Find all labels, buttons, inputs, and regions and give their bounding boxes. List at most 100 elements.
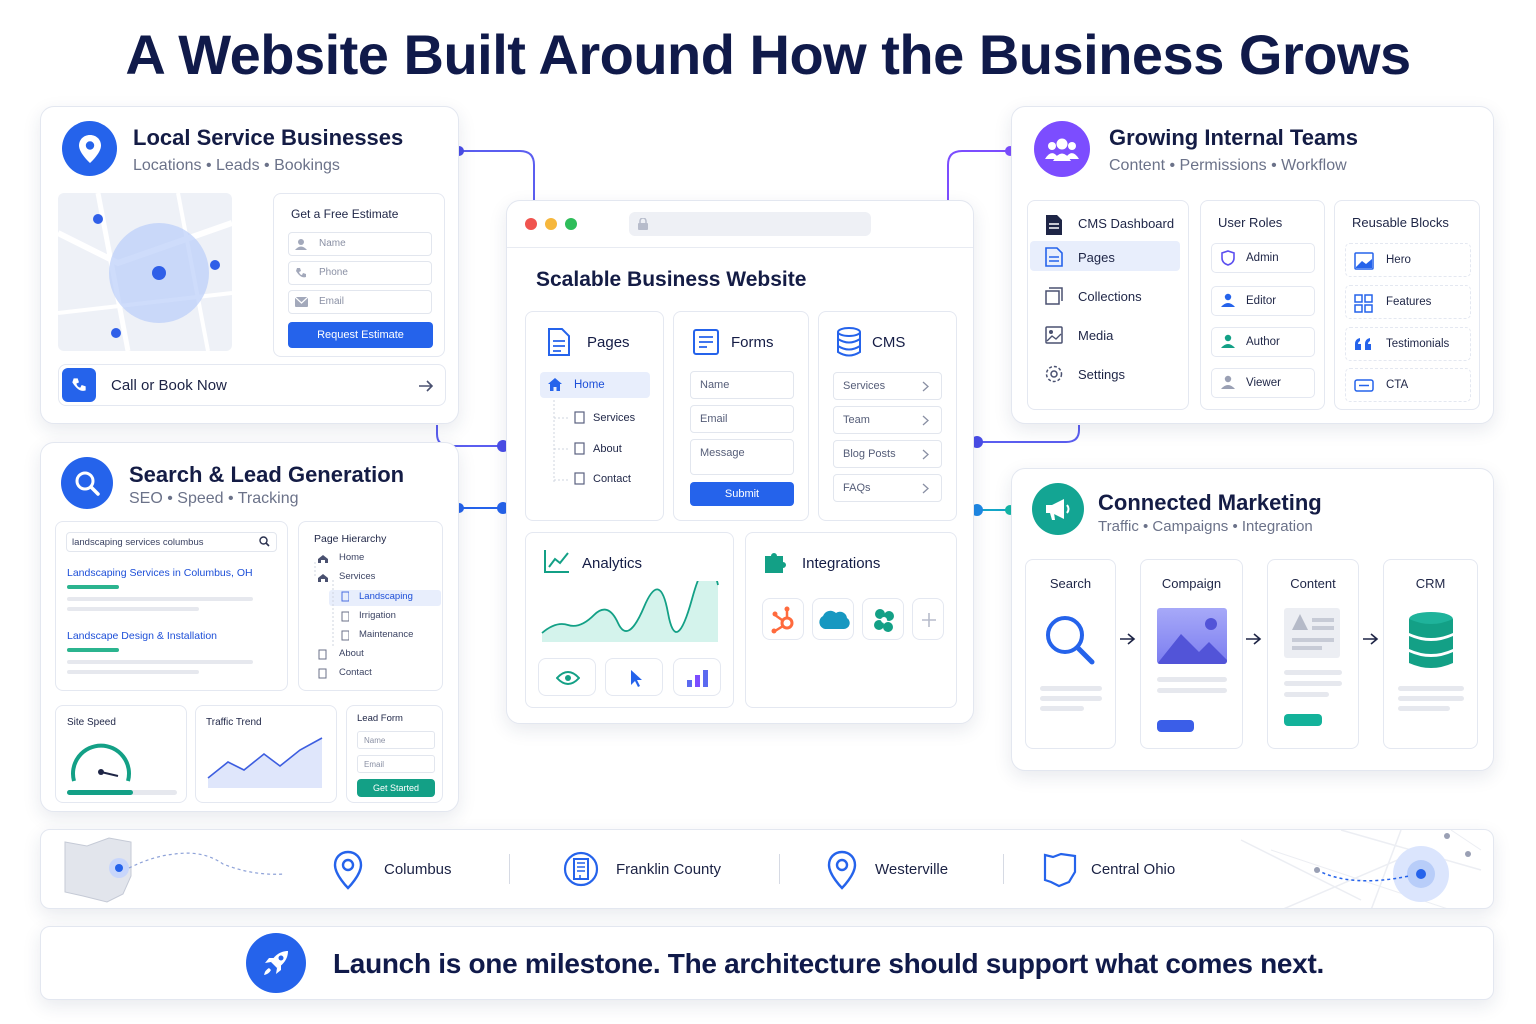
campaign-image-icon [1157,608,1227,664]
submit-button[interactable]: Submit [690,482,794,506]
hierarchy-item[interactable]: Maintenance [359,629,414,640]
zapier-icon[interactable] [862,598,904,640]
hubspot-icon[interactable] [762,598,804,640]
page-item[interactable]: Contact [593,473,631,485]
phone-field[interactable]: Phone [288,261,432,285]
dashboard-item[interactable]: Settings [1078,367,1125,382]
cms-item[interactable]: Team [833,406,942,434]
close-window-icon[interactable] [525,218,537,230]
collections-icon [1045,287,1063,305]
call-book-bar[interactable]: Call or Book Now [58,364,446,406]
page-item[interactable]: Services [593,412,636,424]
search-result-1[interactable]: Landscaping Services in Columbus, OH [67,567,253,579]
hierarchy-item[interactable]: Home [339,552,365,563]
media-icon [1045,326,1063,344]
marketing-subtitle: Traffic • Campaigns • Integration [1098,518,1313,535]
cms-panel: CMS Services Team Blog Posts FAQs [818,311,957,521]
content-doc-icon [1284,608,1340,658]
search-result-2[interactable]: Landscape Design & Installation [67,630,218,642]
email-field[interactable]: Email [288,290,432,314]
role-item[interactable]: Author [1211,327,1315,357]
hierarchy-item[interactable]: Services [339,571,376,582]
cms-item[interactable]: Services [833,372,942,400]
name-field[interactable]: Name [288,232,432,256]
cms-item[interactable]: FAQs [833,474,942,502]
editor-user-icon [1221,293,1235,307]
hierarchy-item[interactable]: Landscaping [359,591,413,602]
views-icon[interactable] [538,658,596,696]
dashboard-item[interactable]: Collections [1078,289,1142,304]
integrations-title: Integrations [802,555,881,572]
role-item[interactable]: Editor [1211,286,1315,316]
cms-item[interactable]: Blog Posts [833,440,942,468]
step-content[interactable]: Content [1267,559,1359,749]
search-lead-card: Search & Lead Generation SEO • Speed • T… [40,442,459,812]
service-area-map[interactable] [58,193,232,351]
cms-title: CMS [872,334,906,351]
search-icon [61,457,113,509]
step-search[interactable]: Search [1025,559,1116,749]
location-item[interactable]: Central Ohio [1091,861,1176,878]
user-roles-title: User Roles [1218,215,1283,230]
maximize-window-icon[interactable] [565,218,577,230]
page-item[interactable]: About [593,443,622,455]
add-integration-icon[interactable] [912,598,944,640]
location-item[interactable]: Westerville [875,861,949,878]
lead-form-panel: Lead Form Name Email Get Started [346,705,443,803]
grid-icon [1354,294,1373,313]
gear-icon [1045,365,1063,383]
salesforce-icon[interactable] [812,598,854,640]
estimate-form-title: Get a Free Estimate [291,207,399,221]
dashboard-item[interactable]: Media [1078,328,1114,343]
form-email-field[interactable]: Email [690,405,794,433]
lead-name-field[interactable]: Name [357,731,435,749]
dashboard-item[interactable]: Pages [1078,250,1115,265]
role-item[interactable]: Admin [1211,243,1315,273]
hierarchy-item[interactable]: Irrigation [359,610,396,621]
route-map-icon [1240,830,1482,908]
lead-email-field[interactable]: Email [357,755,435,773]
hierarchy-item[interactable]: Contact [339,667,372,678]
page-icon [548,328,570,356]
form-name-field[interactable]: Name [690,371,794,399]
analytics-chart [541,581,719,642]
step-campaign[interactable]: Compaign [1140,559,1243,749]
tree-lines [314,555,349,679]
pages-title: Pages [587,334,630,351]
page-icon [1045,247,1063,267]
forms-title: Forms [731,334,774,351]
step-label: CRM [1415,576,1446,591]
minimize-window-icon[interactable] [545,218,557,230]
get-started-button[interactable]: Get Started [357,779,435,797]
serp-panel: landscaping services columbus Landscapin… [55,521,288,691]
teams-title: Growing Internal Teams [1109,125,1358,150]
image-block-icon [1354,252,1374,270]
page-hierarchy-panel: Page Hierarchy Home Services Landscaping… [298,521,443,691]
cursor-icon[interactable] [605,658,663,696]
form-message-field[interactable]: Message [690,439,794,475]
search-query-input[interactable]: landscaping services columbus [66,532,277,552]
hierarchy-item[interactable]: About [339,648,364,659]
address-bar[interactable] [629,212,871,236]
traffic-trend-chart [207,737,323,788]
location-item[interactable]: Franklin County [616,861,722,878]
page-item[interactable]: Home [574,379,605,391]
analytics-title: Analytics [582,555,643,572]
role-item[interactable]: Viewer [1211,368,1315,398]
search-title: Search & Lead Generation [129,462,405,487]
user-icon [295,239,307,250]
phone-icon [296,268,306,278]
footer-message: Launch is one milestone. The architectur… [333,948,1324,979]
request-estimate-button[interactable]: Request Estimate [288,322,433,348]
block-item[interactable]: CTA [1345,368,1471,402]
location-item[interactable]: Columbus [384,861,452,878]
shield-icon [1221,250,1235,266]
bar-chart-icon[interactable] [673,658,721,696]
database-icon [837,327,861,357]
step-label: Compaign [1161,576,1222,591]
block-item[interactable]: Hero [1345,243,1471,277]
teams-subtitle: Content • Permissions • Workflow [1109,157,1347,174]
hierarchy-title: Page Hierarchy [314,533,387,545]
user-roles-panel: User Roles Admin Editor Author Viewer [1200,200,1325,410]
step-crm[interactable]: CRM [1383,559,1478,749]
